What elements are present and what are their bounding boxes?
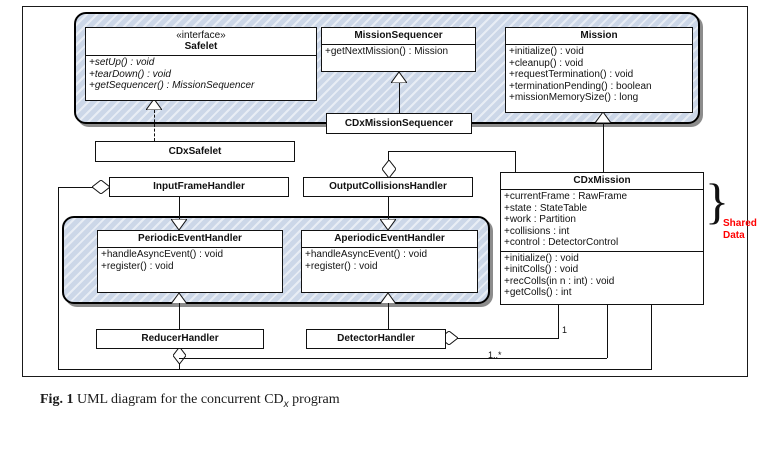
class-mission[interactable]: Mission +initialize() : void +cleanup() … xyxy=(505,27,693,113)
operation: +setUp() : void xyxy=(89,57,155,68)
attribute: +control : DetectorControl xyxy=(504,237,619,248)
class-safelet[interactable]: «interface» Safelet +setUp() : void +tea… xyxy=(85,27,317,101)
shared-data-line-2: Data xyxy=(723,230,745,241)
aggregation-diamond-input-frame xyxy=(92,180,110,194)
operation: +initColls() : void xyxy=(504,264,579,275)
class-aperiodic-event-handler-name: AperiodicEventHandler xyxy=(334,233,445,244)
operation: +getSequencer() : MissionSequencer xyxy=(89,80,255,91)
class-detector-handler[interactable]: DetectorHandler xyxy=(306,329,446,349)
class-cdx-mission-sequencer-name: CDxMissionSequencer xyxy=(344,118,454,129)
multiplicity-one-to-many: 1..* xyxy=(488,350,502,360)
operation: +initialize() : void xyxy=(509,46,584,57)
class-reducer-handler-name: ReducerHandler xyxy=(141,333,219,344)
figure-caption: Fig. 1 UML diagram for the concurrent CD… xyxy=(40,392,740,410)
class-detector-handler-name: DetectorHandler xyxy=(337,333,415,344)
operation: +missionMemorySize() : long xyxy=(509,92,639,103)
generalization-triangle-missionsequencer xyxy=(391,72,407,83)
class-safelet-stereotype: «interface» xyxy=(176,30,226,41)
generalization-line-output-aperiodic xyxy=(388,196,389,220)
aggregation-line-input-right-up xyxy=(651,305,652,370)
class-cdx-mission-sequencer[interactable]: CDxMissionSequencer xyxy=(326,113,472,134)
generalization-triangle-mission xyxy=(595,112,611,123)
generalization-line-detector xyxy=(388,303,389,329)
operation: +requestTermination() : void xyxy=(509,69,634,80)
class-input-frame-handler-name: InputFrameHandler xyxy=(153,181,245,192)
operation: +terminationPending() : boolean xyxy=(509,80,652,92)
aggregation-line-output-stub xyxy=(388,151,389,162)
caption-subscript: x xyxy=(283,398,289,410)
class-reducer-handler[interactable]: ReducerHandler xyxy=(96,329,264,349)
caption-text-before: UML diagram for the concurrent CD xyxy=(76,392,284,407)
operation: +handleAsyncEvent() : void xyxy=(305,249,428,260)
realization-triangle-safelet xyxy=(146,99,162,110)
aggregation-line-reducer-right xyxy=(179,358,607,359)
shared-data-label: Shared Data xyxy=(723,218,770,242)
class-aperiodic-event-handler-operations: +handleAsyncEvent() : void +register() :… xyxy=(302,247,477,274)
attribute: +work : Partition xyxy=(504,214,576,225)
operation: +handleAsyncEvent() : void xyxy=(101,249,224,260)
operation: +getColls() : int xyxy=(504,287,572,298)
operation: +tearDown() : void xyxy=(89,68,171,80)
caption-text-after: program xyxy=(292,392,340,407)
aggregation-line-input-bottom xyxy=(58,369,651,370)
generalization-line-input-periodic xyxy=(179,196,180,220)
class-periodic-event-handler-operations: +handleAsyncEvent() : void +register() :… xyxy=(98,247,282,274)
generalization-triangle-detector xyxy=(380,293,396,304)
aggregation-line-input-down xyxy=(58,187,59,370)
generalization-triangle-periodic xyxy=(171,219,187,230)
class-input-frame-handler[interactable]: InputFrameHandler xyxy=(109,177,289,197)
operation: +initialize() : void xyxy=(504,252,579,264)
caption-label: Fig. 1 xyxy=(40,392,74,407)
class-cdx-safelet-name: CDxSafelet xyxy=(168,146,222,157)
class-safelet-operations: +setUp() : void +tearDown() : void +getS… xyxy=(86,55,316,94)
class-mission-sequencer[interactable]: MissionSequencer +getNextMission() : Mis… xyxy=(321,27,476,72)
class-output-collisions-handler[interactable]: OutputCollisionsHandler xyxy=(303,177,473,197)
class-periodic-event-handler[interactable]: PeriodicEventHandler +handleAsyncEvent()… xyxy=(97,230,283,293)
multiplicity-one: 1 xyxy=(562,325,568,335)
generalization-triangle-reducer xyxy=(171,293,187,304)
operation: +register() : void xyxy=(305,260,378,272)
class-mission-operations: +initialize() : void +cleanup() : void +… xyxy=(506,44,692,106)
shared-data-line-1: Shared xyxy=(723,218,757,229)
operation: +getNextMission() : Mission xyxy=(325,46,449,57)
class-cdx-mission-operations: +initialize() : void +initColls() : void… xyxy=(501,250,703,301)
class-mission-sequencer-operations: +getNextMission() : Mission xyxy=(322,44,475,60)
aggregation-line-input-left xyxy=(58,187,93,188)
operation: +recColls(in n : int) : void xyxy=(504,275,615,287)
aggregation-line-reducer-down xyxy=(179,363,180,369)
shared-data-brace: } xyxy=(705,173,729,229)
realization-line-safelet-cdxsafelet xyxy=(154,110,155,141)
class-periodic-event-handler-name: PeriodicEventHandler xyxy=(138,233,242,244)
attribute: +currentFrame : RawFrame xyxy=(504,191,628,202)
class-aperiodic-event-handler[interactable]: AperiodicEventHandler +handleAsyncEvent(… xyxy=(301,230,478,293)
generalization-line-mission xyxy=(603,123,604,172)
class-output-collisions-handler-name: OutputCollisionsHandler xyxy=(329,181,447,192)
class-safelet-name: Safelet xyxy=(184,41,218,52)
generalization-line-missionsequencer xyxy=(399,83,400,113)
class-cdx-safelet[interactable]: CDxSafelet xyxy=(95,141,295,162)
aggregation-line-cdxmission-output-v xyxy=(515,151,516,173)
aggregation-diamond-reducer xyxy=(173,347,186,364)
operation: +register() : void xyxy=(101,260,174,272)
class-mission-name: Mission xyxy=(580,30,618,41)
operation: +cleanup() : void xyxy=(509,57,584,69)
aggregation-line-detector-up xyxy=(558,305,559,339)
class-cdx-mission[interactable]: CDxMission +currentFrame : RawFrame +sta… xyxy=(500,172,704,305)
aggregation-line-detector-right xyxy=(457,338,558,339)
attribute: +collisions : int xyxy=(504,225,570,237)
aggregation-line-cdxmission-output-h xyxy=(388,151,516,152)
class-cdx-mission-name: CDxMission xyxy=(573,175,631,186)
class-cdx-mission-attributes: +currentFrame : RawFrame +state : StateT… xyxy=(501,189,703,251)
aggregation-diamond-output-collisions xyxy=(382,160,396,178)
generalization-triangle-aperiodic xyxy=(380,219,396,230)
class-mission-sequencer-name: MissionSequencer xyxy=(354,30,443,41)
attribute: +state : StateTable xyxy=(504,202,588,214)
aggregation-line-reducer-to-cdxmission xyxy=(607,305,608,358)
generalization-line-reducer xyxy=(179,303,180,329)
